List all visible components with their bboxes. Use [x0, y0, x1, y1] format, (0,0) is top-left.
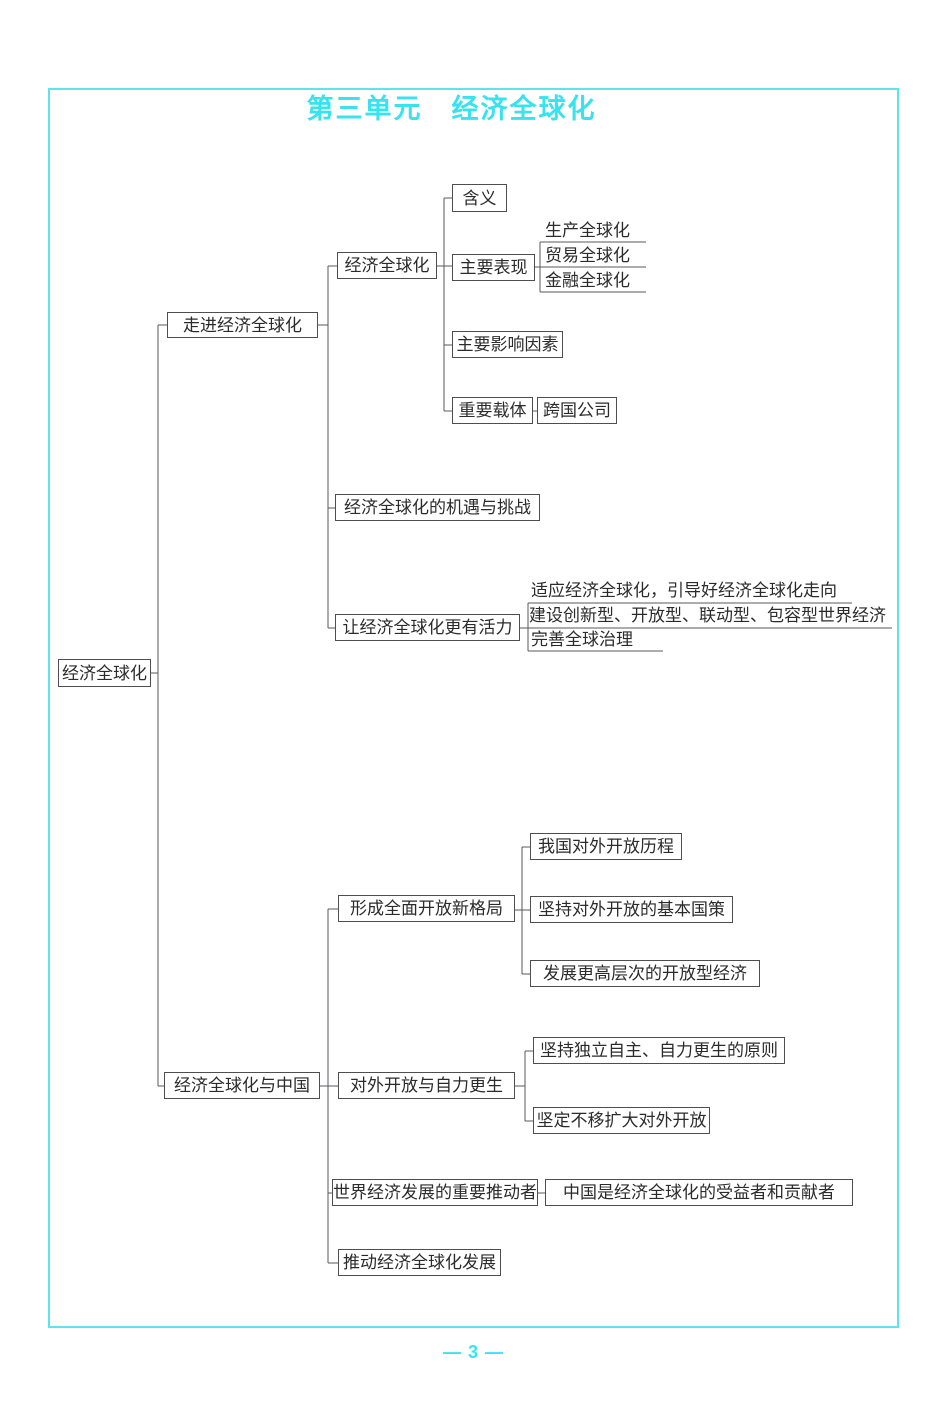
item-build-innovative-open-world-economy: 建设创新型、开放型、联动型、包容型世界经济 [529, 606, 886, 625]
item-finance-globalization: 金融全球化 [545, 271, 630, 290]
node-main-influencing-factors: 主要影响因素 [452, 331, 563, 358]
node-meaning: 含义 [452, 184, 507, 212]
page-title: 第三单元 经济全球化 [306, 94, 597, 124]
node-economic-globalization: 经济全球化 [337, 252, 437, 279]
node-basic-state-policy: 坚持对外开放的基本国策 [530, 896, 733, 923]
node-important-carrier: 重要载体 [452, 397, 533, 424]
node-opening-up-history: 我国对外开放历程 [530, 833, 682, 860]
node-make-globalization-more-dynamic: 让经济全球化更有活力 [335, 614, 520, 641]
node-opportunities-and-challenges: 经济全球化的机遇与挑战 [335, 494, 540, 521]
node-new-pattern-of-opening-up: 形成全面开放新格局 [338, 895, 515, 922]
content-frame [48, 88, 899, 1328]
node-globalization-and-china: 经济全球化与中国 [164, 1072, 320, 1099]
node-promote-globalization-development: 推动经济全球化发展 [338, 1249, 501, 1276]
footer-page-number: — 3 — [442, 1342, 504, 1362]
node-opening-and-self-reliance: 对外开放与自力更生 [338, 1072, 515, 1099]
node-root-economic-globalization: 经济全球化 [58, 659, 151, 687]
node-firmly-expand-opening-up: 坚定不移扩大对外开放 [533, 1107, 710, 1134]
item-improve-global-governance: 完善全球治理 [531, 630, 633, 649]
node-independence-self-reliance-principle: 坚持独立自主、自力更生的原则 [533, 1037, 785, 1064]
node-important-promoter-of-world-economy: 世界经济发展的重要推动者 [332, 1179, 538, 1206]
item-production-globalization: 生产全球化 [545, 221, 630, 240]
node-beneficiary-and-contributor: 中国是经济全球化的受益者和贡献者 [545, 1179, 853, 1206]
item-trade-globalization: 贸易全球化 [545, 246, 630, 265]
node-higher-level-open-economy: 发展更高层次的开放型经济 [530, 960, 760, 987]
node-multinational-corporations: 跨国公司 [537, 397, 617, 424]
node-main-manifestations: 主要表现 [452, 254, 535, 281]
item-adapt-and-guide-globalization: 适应经济全球化，引导好经济全球化走向 [531, 581, 837, 600]
node-into-economic-globalization: 走进经济全球化 [167, 312, 318, 338]
